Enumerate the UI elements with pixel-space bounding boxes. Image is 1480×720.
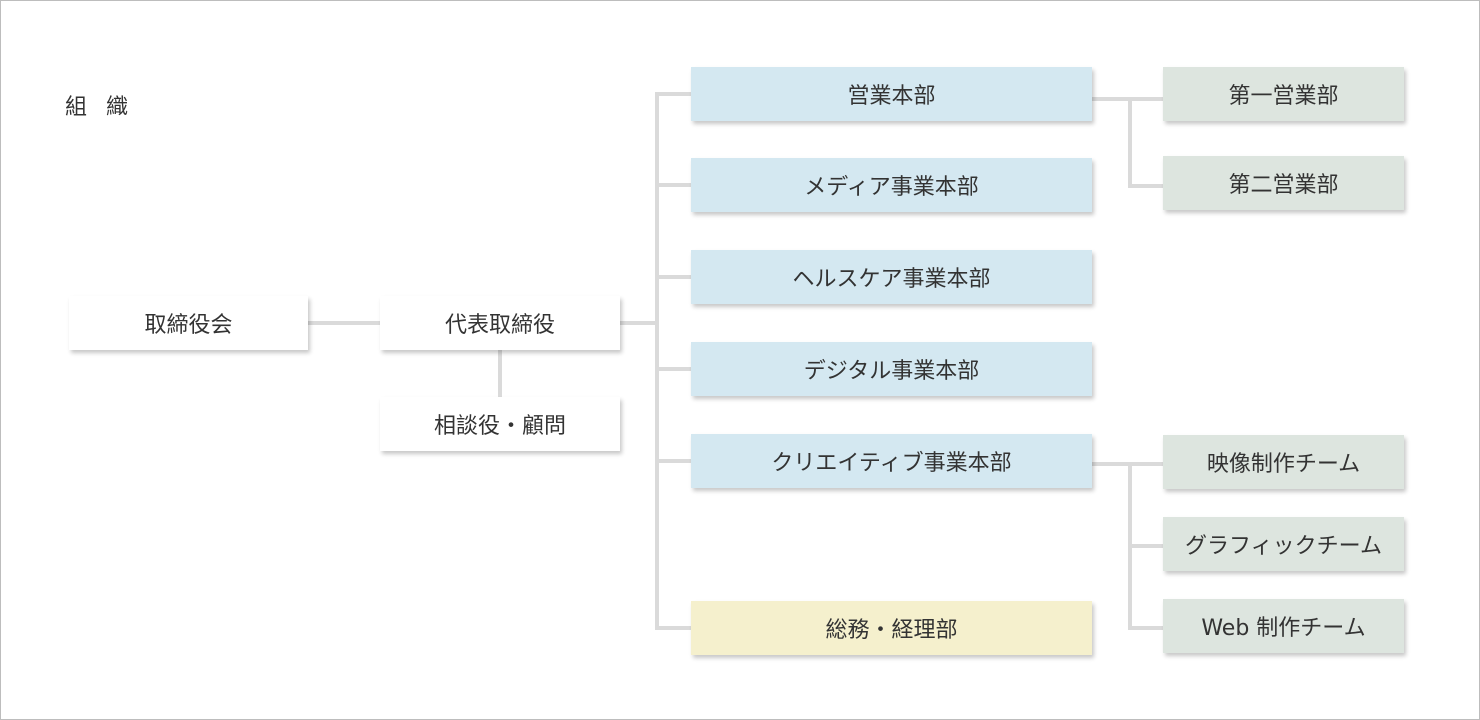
- connector-graphic: [1128, 544, 1163, 548]
- node-creative-headquarters: クリエイティブ事業本部: [691, 434, 1092, 488]
- node-sales-headquarters: 営業本部: [691, 67, 1092, 121]
- node-sales-dept-1: 第一営業部: [1163, 67, 1404, 121]
- node-advisor: 相談役・顧問: [380, 397, 620, 451]
- connector-web: [1128, 626, 1163, 630]
- connector-video: [1128, 462, 1163, 466]
- connector-creative-out: [1092, 462, 1132, 466]
- node-sales-dept-2: 第二営業部: [1163, 156, 1404, 210]
- connector-sales1: [1128, 97, 1163, 101]
- node-web-team: Web 制作チーム: [1163, 599, 1404, 653]
- connector-ceo-trunk: [620, 321, 659, 325]
- connector-branch-digital: [655, 367, 691, 371]
- node-digital-headquarters: デジタル事業本部: [691, 342, 1092, 396]
- connector-branch-health: [655, 275, 691, 279]
- node-graphic-team: グラフィックチーム: [1163, 517, 1404, 571]
- connector-branch-media: [655, 183, 691, 187]
- node-media-headquarters: メディア事業本部: [691, 158, 1092, 212]
- connector-sales2: [1128, 184, 1163, 188]
- node-healthcare-headquarters: ヘルスケア事業本部: [691, 250, 1092, 304]
- connector-branch-creative: [655, 459, 691, 463]
- node-general-affairs: 総務・経理部: [691, 601, 1092, 655]
- connector-branch-general: [655, 626, 691, 630]
- connector-sales-trunk: [1128, 97, 1132, 188]
- node-representative-director: 代表取締役: [380, 296, 620, 350]
- connector-sales-out: [1092, 97, 1132, 101]
- connector-board-ceo: [308, 321, 380, 325]
- node-video-team: 映像制作チーム: [1163, 435, 1404, 489]
- connector-ceo-advisor: [498, 350, 502, 397]
- page-title: 組 織: [65, 95, 129, 120]
- connector-main-trunk: [655, 92, 659, 630]
- node-board-of-directors: 取締役会: [69, 296, 308, 350]
- connector-branch-sales: [655, 92, 691, 96]
